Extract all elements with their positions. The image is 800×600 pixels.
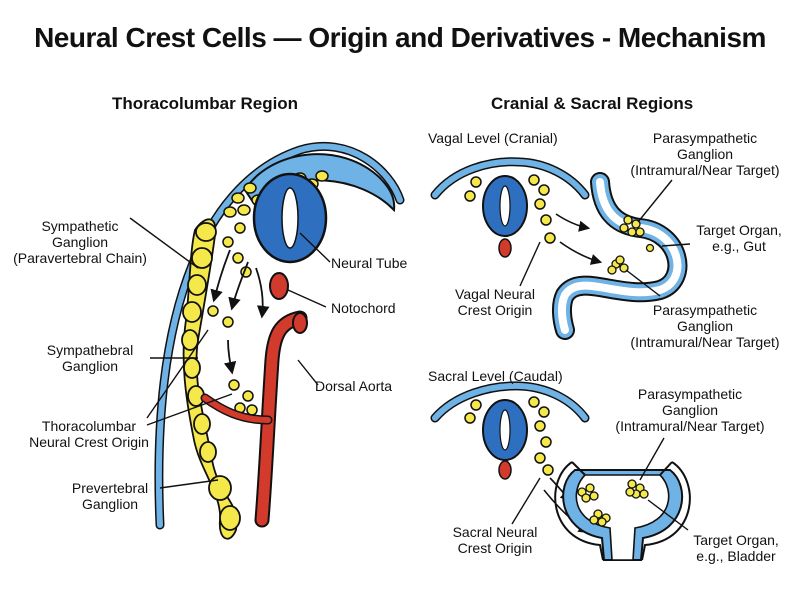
- label-target-gut: Target Organ, e.g., Gut: [696, 222, 782, 254]
- label-para-ganglion-mid: Parasympathetic Ganglion (Intramural/Nea…: [630, 302, 780, 350]
- crest-migrating-cells: [207, 305, 258, 416]
- gut-ganglia: [607, 215, 655, 275]
- label-vagal-origin: Vagal Neural Crest Origin: [455, 286, 535, 318]
- label-prevertebral-ganglion: Prevertebral Ganglion: [71, 480, 149, 512]
- label-sacral-level: Sacral Level (Caudal): [428, 368, 563, 384]
- notochord: [269, 272, 289, 300]
- label-vagal-level: Vagal Level (Cranial): [428, 130, 558, 146]
- label-sacral-origin: Sacral Neural Crest Origin: [452, 524, 538, 556]
- label-target-bladder: Target Organ, e.g., Bladder: [693, 532, 779, 564]
- bladder-ganglia: [577, 479, 649, 527]
- label-para-ganglion-bottom: Parasympathetic Ganglion (Intramural/Nea…: [615, 386, 765, 434]
- label-neural-tube: Neural Tube: [331, 255, 408, 271]
- section-title-thoracolumbar: Thoracolumbar Region: [112, 94, 299, 113]
- label-thoracolumbar-origin: Thoracolumbar Neural Crest Origin: [29, 418, 149, 450]
- label-notochord: Notochord: [331, 300, 396, 316]
- label-para-ganglion-top: Parasympathetic Ganglion (Intramural/Nea…: [630, 130, 780, 178]
- label-sympathebral-ganglion: Sympathebral Ganglion: [46, 342, 134, 374]
- section-title-cranial-sacral: Cranial & Sacral Regions: [491, 94, 694, 113]
- sacral-notochord: [498, 460, 512, 480]
- vagal-illustration: [430, 157, 691, 340]
- vagal-notochord: [498, 238, 512, 258]
- sacral-illustration: [430, 381, 691, 561]
- dorsal-aorta: [200, 310, 308, 528]
- sympathetic-chain: [181, 218, 241, 540]
- bladder: [554, 461, 691, 561]
- label-dorsal-aorta: Dorsal Aorta: [315, 378, 393, 394]
- page-title: Neural Crest Cells — Origin and Derivati…: [34, 22, 766, 53]
- thoracolumbar-illustration: [129, 141, 405, 540]
- label-sympathetic-ganglion: Sympathetic Ganglion (Paravertebral Chai…: [13, 218, 147, 266]
